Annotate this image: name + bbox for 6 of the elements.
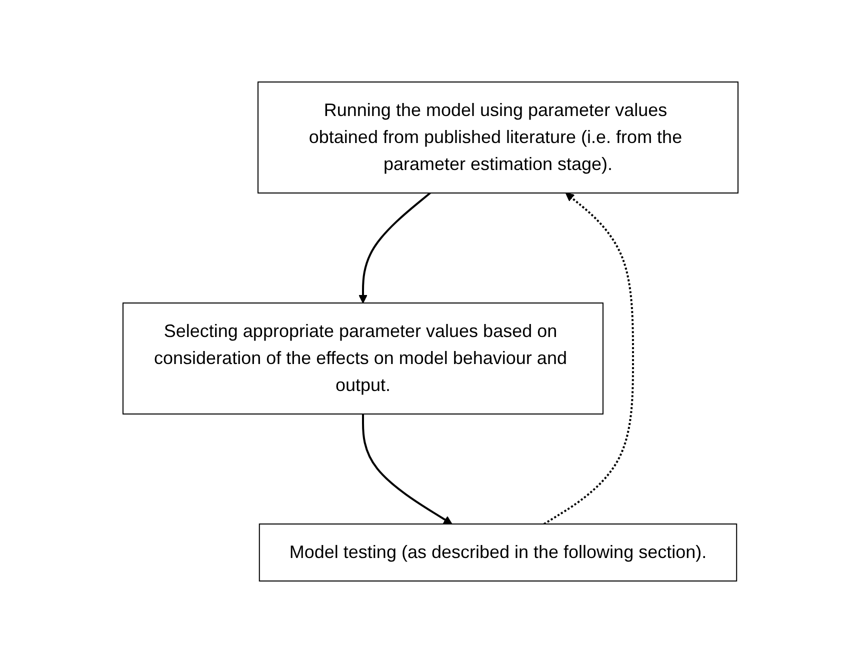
node-box: Selecting appropriate parameter values based on consideration of the effects on model behaviour and output. [122,302,603,414]
arrow [358,192,430,303]
node-box: Running the model using parameter values obtained from published literature (i.e. from the parameter estimation stage). [257,81,738,193]
node-box: Model testing (as described in the following section). [258,523,737,581]
arrow [543,192,634,524]
arrow [362,414,452,524]
